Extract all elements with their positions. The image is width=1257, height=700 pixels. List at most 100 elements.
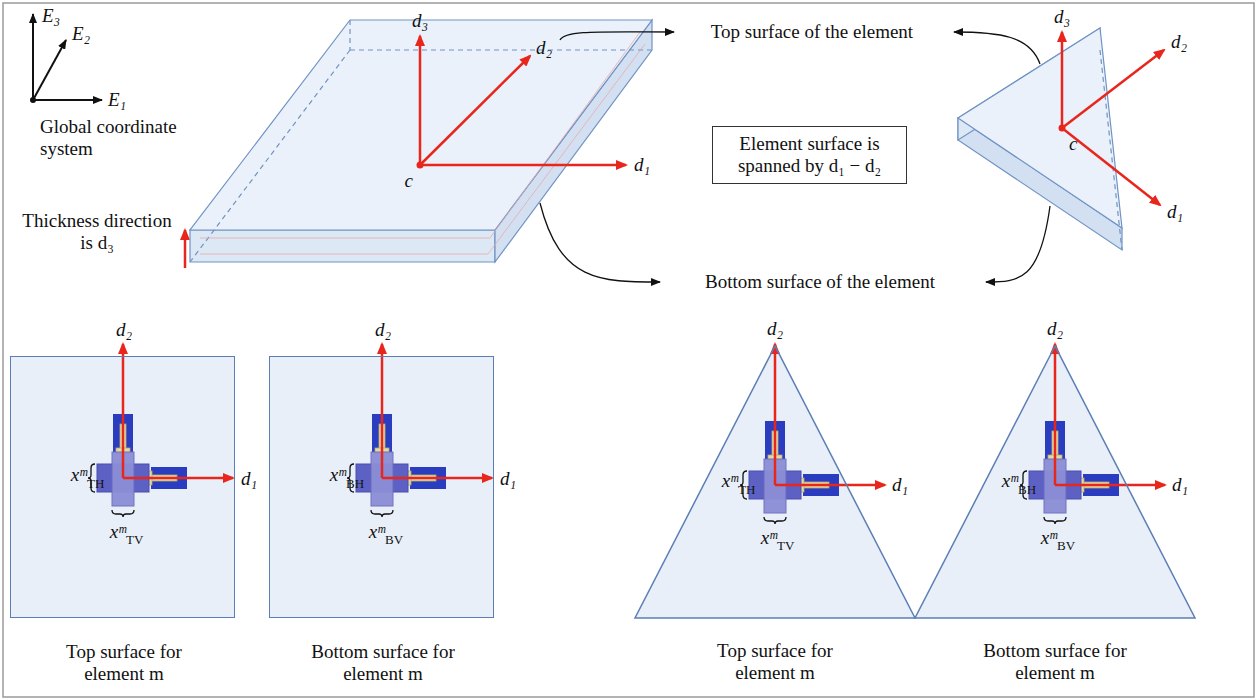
leader-arrows — [540, 32, 1050, 282]
subscript-label: BH — [1018, 483, 1036, 498]
axis-label: d₂ — [375, 319, 391, 341]
variable-label: xᵐ — [110, 521, 126, 543]
axis-label: d₃ — [1054, 6, 1070, 28]
subscript-label: BH — [346, 477, 364, 492]
drawing-part — [33, 99, 102, 101]
surface-panel: d₂d₁xᵐBHxᵐBVBottom surface for element m — [269, 356, 494, 618]
drawing-part — [1062, 128, 1160, 205]
axis-label: d₂ — [767, 318, 783, 340]
axis-label: d₁ — [1172, 474, 1188, 496]
axis-label: d₃ — [412, 10, 428, 32]
drawing-part — [123, 477, 233, 480]
axis-label: E₁ — [108, 89, 126, 111]
tri-axes — [1062, 32, 1164, 205]
surface-panel: d₂d₁xᵐTHxᵐTVTop surface for element m — [10, 356, 235, 618]
triangle-outline — [635, 346, 915, 618]
axis-label: d₂ — [1171, 31, 1187, 53]
subscript-label: BV — [1057, 539, 1075, 554]
variable-label: xᵐ — [330, 464, 346, 486]
panel-fills — [10, 346, 1195, 618]
drawing-part — [986, 206, 1050, 282]
quad-plate — [190, 20, 652, 262]
drawing-part — [190, 20, 652, 230]
annotation-text: Thickness direction is d₃ — [22, 210, 172, 254]
panel-caption: Bottom surface for element m — [975, 640, 1135, 684]
axis-label: c — [1069, 133, 1077, 155]
drawing-part — [1100, 50, 1122, 250]
drawing-part — [32, 14, 34, 100]
drawing-part — [740, 421, 839, 524]
surface-panel: d₂d₁xᵐTHxᵐTVTop surface for element m — [635, 346, 915, 618]
subscript-label: TH — [87, 477, 104, 492]
panel-caption: Top surface for element m — [695, 640, 855, 684]
plate-axes — [420, 36, 626, 165]
drawing-part — [419, 36, 422, 165]
tri-plate — [958, 28, 1122, 250]
variable-label: xᵐ — [369, 521, 385, 543]
drawing-part — [774, 344, 777, 485]
panel-axes — [123, 344, 1165, 485]
variable-label: xᵐ — [71, 464, 87, 486]
drawing-part — [88, 414, 187, 517]
subscript-label: TH — [738, 483, 755, 498]
drawing-part — [420, 56, 530, 165]
note-text: Element surface is spanned by d₁ − d₂ — [721, 133, 898, 177]
drawing-part — [200, 32, 645, 254]
axis-label: d₁ — [634, 154, 650, 176]
center-dot — [417, 162, 424, 169]
axis-label: d₂ — [116, 319, 132, 341]
axis-label: d₁ — [1167, 201, 1183, 223]
drawing-part — [347, 414, 446, 517]
subscript-label: TV — [126, 533, 143, 548]
drawing-part — [540, 203, 660, 282]
variable-label: xᵐ — [1041, 527, 1057, 549]
drawing-part — [33, 40, 66, 100]
triangle-outline — [635, 346, 915, 618]
variable-label: xᵐ — [1002, 470, 1018, 492]
triangle-outline — [915, 346, 1195, 618]
drawing-part — [1054, 344, 1057, 485]
panel-caption: Bottom surface for element m — [303, 641, 463, 685]
annotation-text: Global coordinate system — [40, 116, 200, 160]
actuators — [88, 414, 1119, 524]
drawing-part — [382, 477, 492, 480]
drawing-part — [190, 230, 495, 262]
axis-label: d₂ — [1047, 318, 1063, 340]
axis-label: d₁ — [892, 474, 908, 496]
panel-caption: Top surface for element m — [44, 641, 204, 685]
drawing-part — [420, 164, 626, 167]
drawing-part — [1062, 50, 1164, 128]
drawing-part — [381, 344, 384, 478]
origin-dot — [30, 97, 36, 103]
drawing-part — [190, 20, 652, 262]
outer-frame — [3, 3, 1254, 697]
variable-label: xᵐ — [722, 470, 738, 492]
drawing-part — [958, 28, 1122, 228]
drawing-part — [122, 344, 125, 478]
axis-label: d₁ — [500, 468, 516, 490]
variable-label: xᵐ — [761, 527, 777, 549]
drawing-part — [560, 32, 674, 40]
drawing-part — [1061, 32, 1064, 128]
thickness-arrow — [184, 230, 187, 268]
triangle-outline — [915, 346, 1195, 618]
axis-label: E₂ — [72, 23, 90, 45]
drawing-part — [1055, 484, 1165, 487]
note-box: Element surface is spanned by d₁ − d₂ — [712, 126, 907, 184]
drawing-part — [1020, 421, 1119, 524]
center-dot — [1059, 125, 1066, 132]
drawing-part — [954, 32, 1040, 64]
axis-label: d₂ — [536, 37, 552, 59]
drawing-part — [775, 484, 885, 487]
global-axes — [33, 14, 102, 100]
axis-label: c — [405, 170, 413, 192]
subscript-label: TV — [777, 539, 794, 554]
surface-panel: d₂d₁xᵐBHxᵐBVBottom surface for element m — [915, 346, 1195, 618]
subscript-label: BV — [385, 533, 403, 548]
axis-label: d₁ — [241, 468, 257, 490]
axis-label: E₃ — [42, 5, 60, 27]
annotation-text: Bottom surface of the element — [705, 271, 935, 293]
annotation-text: Top surface of the element — [711, 21, 913, 43]
